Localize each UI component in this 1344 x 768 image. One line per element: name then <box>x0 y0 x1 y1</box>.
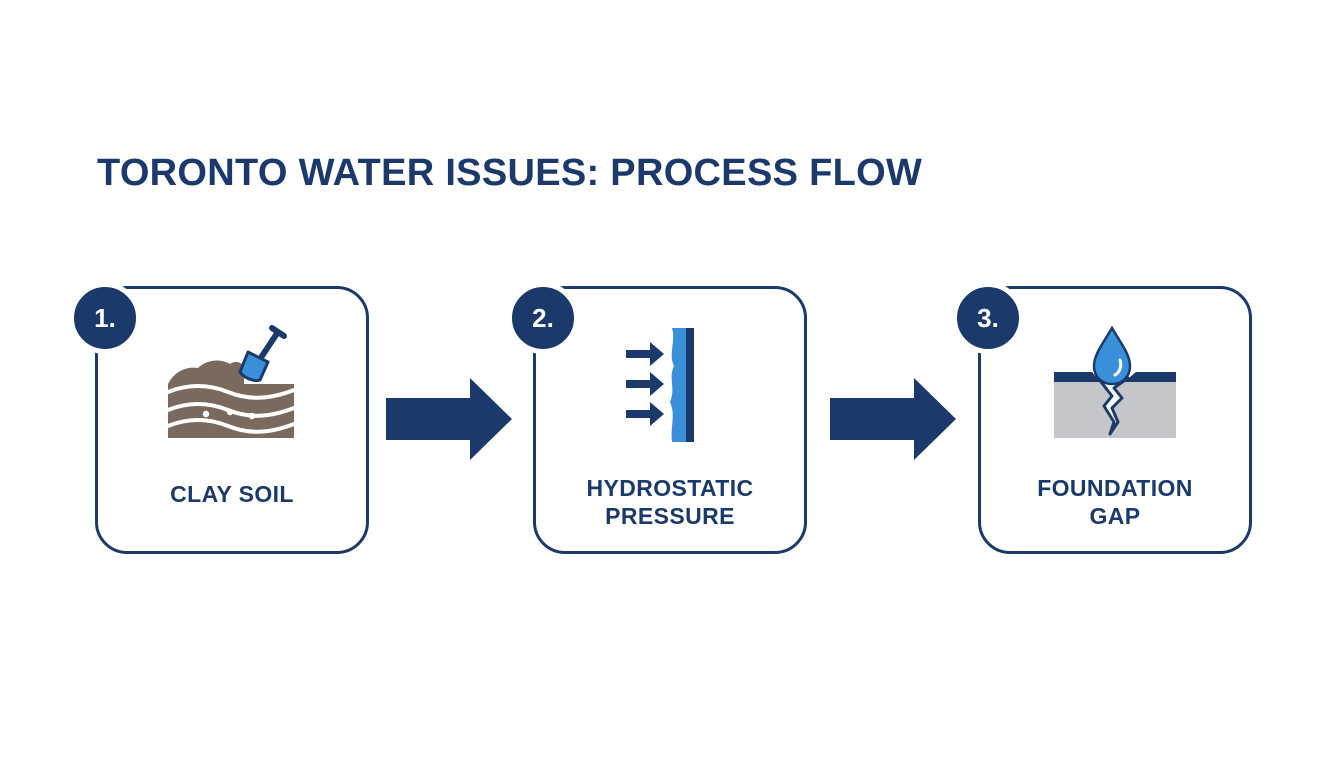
step-number-badge: 2. <box>507 282 579 354</box>
pressure-wall-icon <box>626 328 694 442</box>
step-box-hydrostatic-pressure <box>533 286 807 554</box>
flow-arrow-right-icon <box>386 378 512 460</box>
step-label-foundation-gap: FOUNDATION GAP <box>1037 475 1193 529</box>
step-number-badge: 3. <box>952 282 1024 354</box>
step-label-hydrostatic-pressure: HYDROSTATIC PRESSURE <box>586 475 754 529</box>
step-label-clay-soil: CLAY SOIL <box>170 481 294 507</box>
water-drop-crack-icon <box>1054 326 1176 438</box>
diagram-title: TORONTO WATER ISSUES: PROCESS FLOW <box>97 152 923 194</box>
step-number-badge: 1. <box>69 282 141 354</box>
flow-arrow-right-icon <box>830 378 956 460</box>
clay-soil-shovel-icon <box>166 325 296 438</box>
